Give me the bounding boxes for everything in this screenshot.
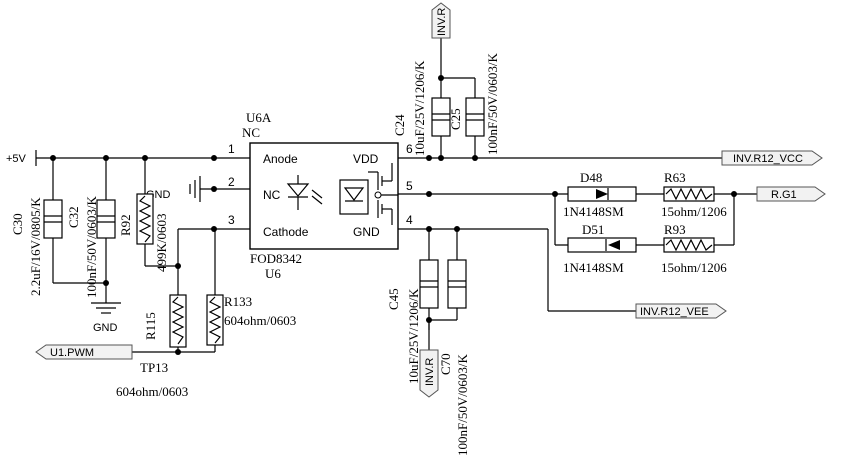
c24-ref: C24 bbox=[392, 114, 407, 136]
net-label-pwm: U1.PWM TP13 bbox=[35, 344, 168, 375]
capacitor-c45: C45 10uF/25V/1206/K bbox=[386, 259, 439, 384]
plus5v-power-port: +5V bbox=[6, 150, 37, 166]
d51-ref: D51 bbox=[582, 222, 604, 237]
gnd-bottom-symbol: GND bbox=[91, 297, 121, 334]
capacitor-c30: C30 2.2uF/16V/0805/K bbox=[10, 197, 63, 296]
r115-value: 604ohm/0603 bbox=[116, 384, 188, 399]
d48-ref: D48 bbox=[580, 170, 602, 185]
u6-part-number: FOD8342 bbox=[250, 251, 302, 266]
gate-label: R.G1 bbox=[771, 189, 797, 201]
c70-ref: C70 bbox=[438, 353, 453, 375]
pin-1-number: 1 bbox=[228, 142, 235, 156]
c45-ref: C45 bbox=[386, 288, 401, 310]
pin-2-number: 2 bbox=[228, 175, 235, 189]
resistor-r93: R93 15ohm/1206 bbox=[661, 222, 727, 275]
pin-4-number: 4 bbox=[406, 213, 413, 227]
r93-ref: R93 bbox=[664, 222, 686, 237]
pin-vdd-name: VDD bbox=[353, 152, 379, 166]
c25-ref: C25 bbox=[448, 108, 463, 130]
led-icon bbox=[286, 175, 323, 210]
c32-ref: C32 bbox=[66, 206, 81, 228]
diode-d51: D51 1N4148SM bbox=[563, 222, 637, 275]
pin-3-number: 3 bbox=[228, 213, 235, 227]
resistor-r92: R92 499K/0603 bbox=[118, 193, 169, 273]
photo-driver-icon bbox=[339, 163, 398, 225]
resistor-r133: R133 604ohm/0603 bbox=[206, 294, 296, 346]
pin-gnd-name: GND bbox=[353, 225, 380, 239]
pin-5-number: 5 bbox=[406, 179, 413, 193]
capacitor-c24: C24 10uF/25V/1206/K bbox=[392, 60, 451, 156]
net-label-gate: R.G1 bbox=[756, 186, 826, 202]
capacitor-c70: C70 100nF/50V/0603/K bbox=[438, 259, 470, 456]
inv-r-bottom-label: INV.R bbox=[424, 358, 436, 386]
c25-value: 100nF/50V/0603/K bbox=[485, 53, 500, 155]
net-label-vcc: INV.R12_VCC bbox=[721, 150, 823, 166]
resistor-r63: R63 15ohm/1206 bbox=[661, 170, 727, 219]
diode-d48: D48 1N4148SM bbox=[563, 170, 637, 219]
r63-ref: R63 bbox=[664, 170, 686, 185]
vee-label: INV.R12_VEE bbox=[640, 306, 709, 318]
gnd-bottom-label: GND bbox=[93, 322, 118, 334]
c45-value: 10uF/25V/1206/K bbox=[406, 288, 421, 384]
vcc-label: INV.R12_VCC bbox=[733, 153, 803, 165]
gnd-pin2-symbol: GND bbox=[146, 176, 201, 202]
u6-ref: U6 bbox=[265, 266, 281, 281]
pin-cathode-name: Cathode bbox=[263, 225, 309, 239]
r63-value: 15ohm/1206 bbox=[661, 204, 727, 219]
d48-value: 1N4148SM bbox=[563, 204, 624, 219]
tp13-label: TP13 bbox=[140, 360, 168, 375]
capacitor-c32: C32 100nF/50V/0603/K bbox=[66, 196, 116, 298]
r133-ref: R133 bbox=[224, 294, 252, 309]
junction-dots bbox=[50, 75, 737, 355]
pin-6-number: 6 bbox=[406, 142, 413, 156]
r133-value: 604ohm/0603 bbox=[224, 313, 296, 328]
c24-value: 10uF/25V/1206/K bbox=[412, 60, 427, 156]
plus5v-label: +5V bbox=[6, 153, 27, 165]
inv-r-top-label: INV.R bbox=[436, 8, 448, 36]
r115-ref: R115 bbox=[143, 312, 158, 340]
c70-value: 100nF/50V/0603/K bbox=[455, 354, 470, 456]
net-label-vee: INV.R12_VEE bbox=[635, 303, 727, 319]
u6a-designator: U6A bbox=[246, 110, 272, 125]
pin-anode-name: Anode bbox=[263, 152, 298, 166]
optocoupler-u6: U6A NC FOD8342 U6 1 2 3 6 5 4 Anode NC C… bbox=[228, 110, 413, 281]
net-label-inv-r-top: INV.R bbox=[431, 2, 451, 39]
c30-ref: C30 bbox=[10, 213, 25, 235]
net-label-inv-r-bottom: INV.R bbox=[419, 349, 439, 398]
r92-ref: R92 bbox=[118, 214, 133, 236]
u6-nc-label: NC bbox=[242, 125, 260, 140]
capacitor-c25: C25 100nF/50V/0603/K bbox=[448, 53, 500, 155]
pin-nc-name: NC bbox=[263, 188, 281, 202]
pwm-label: U1.PWM bbox=[50, 347, 94, 359]
r92-value: 499K/0603 bbox=[154, 214, 169, 273]
c32-value: 100nF/50V/0603/K bbox=[84, 196, 99, 298]
d51-value: 1N4148SM bbox=[563, 260, 624, 275]
c30-value: 2.2uF/16V/0805/K bbox=[28, 197, 43, 296]
resistor-r115: R115 604ohm/0603 bbox=[116, 294, 188, 399]
r93-value: 15ohm/1206 bbox=[661, 260, 727, 275]
